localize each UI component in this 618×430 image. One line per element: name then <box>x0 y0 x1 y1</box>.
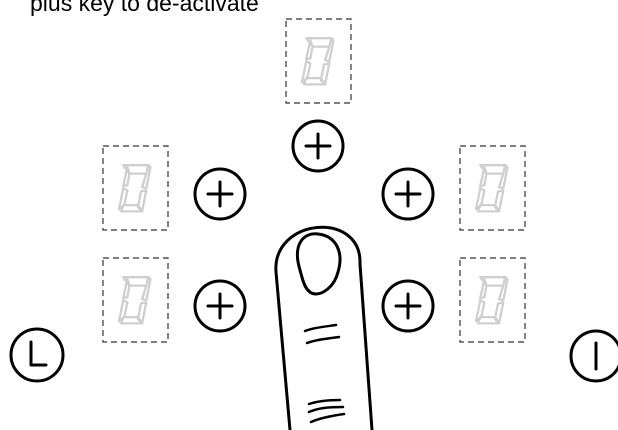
digit-zero-glyph <box>476 165 508 211</box>
digit-zero-glyph <box>302 38 334 84</box>
plus-key-middle-left[interactable] <box>195 169 245 219</box>
display-frame <box>286 19 351 103</box>
display-bottom-right <box>460 258 525 342</box>
plus-key-middle-right[interactable] <box>383 169 433 219</box>
plus-key-bottom-right[interactable] <box>383 281 433 331</box>
digit-zero-glyph <box>119 165 151 211</box>
display-frame <box>103 258 168 342</box>
display-frame <box>460 258 525 342</box>
fingernail <box>297 234 340 294</box>
display-bottom-left <box>103 258 168 342</box>
timer-key-ring <box>11 329 63 381</box>
display-frame <box>460 146 525 230</box>
display-top-center <box>286 19 351 103</box>
power-key[interactable] <box>571 331 618 381</box>
digit-zero-glyph <box>476 277 508 323</box>
digit-zero-glyph <box>119 277 151 323</box>
display-middle-left <box>103 146 168 230</box>
plus-key-top-center[interactable] <box>293 121 343 171</box>
timer-key[interactable] <box>11 329 63 381</box>
display-frame <box>103 146 168 230</box>
finger-illustration <box>276 227 372 430</box>
display-middle-right <box>460 146 525 230</box>
plus-key-bottom-left[interactable] <box>195 281 245 331</box>
